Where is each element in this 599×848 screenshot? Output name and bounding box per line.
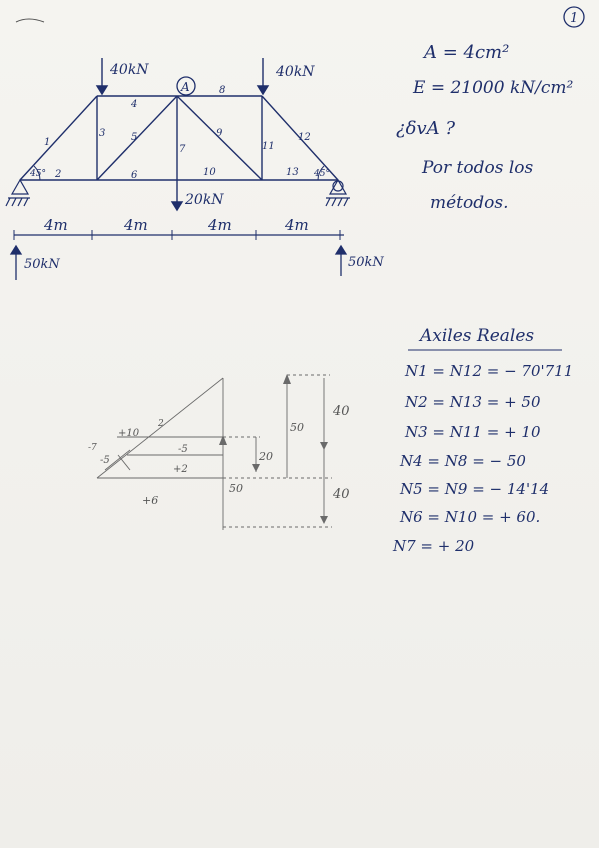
result-line-1: N1 = N12 = − 70'711	[405, 362, 574, 380]
member-9	[176, 95, 263, 181]
modulus-value: E = 21000 kN/cm²	[413, 78, 574, 98]
method-line-2: métodos.	[430, 193, 509, 213]
member-11-label: 11	[262, 141, 275, 152]
truss-diagram	[19, 95, 339, 181]
cremona-label-2: -5	[178, 444, 188, 455]
member-7-label: 7	[179, 144, 186, 155]
member-13-label: 13	[286, 167, 299, 178]
cremona-label-5: -5	[100, 455, 110, 466]
member-10-label: 10	[203, 167, 216, 178]
angle-arc-right	[317, 165, 325, 181]
sketch-arrow-20	[252, 464, 260, 472]
load-arrowhead-bottom	[170, 201, 184, 212]
member-4-label: 4	[130, 99, 137, 110]
question-text: ¿δvA ?	[396, 118, 456, 139]
page-number: 1	[570, 11, 578, 26]
span-4: 4m	[284, 216, 309, 234]
result-line-3: N3 = N11 = + 10	[405, 423, 541, 441]
sketch-arrow-40b	[320, 516, 328, 524]
support-left-hatch	[5, 197, 29, 207]
result-line-4: N4 = N8 = − 50	[400, 452, 526, 470]
cremona-value-40a: 40	[332, 404, 350, 419]
support-left	[10, 178, 30, 195]
member-1	[19, 95, 98, 181]
load-right-label: 40kN	[275, 64, 315, 80]
node-a-circle	[176, 76, 196, 96]
sketch-small-diag-2	[117, 454, 131, 471]
support-right	[328, 178, 348, 195]
sketch-diagonal	[96, 377, 224, 479]
reaction-arrowhead-left	[9, 244, 23, 255]
node-a-label: A	[180, 80, 190, 94]
force-polygon-sketch	[96, 374, 332, 530]
member-2-label: 2	[54, 169, 61, 180]
span-3: 4m	[207, 216, 232, 234]
member-9-label: 9	[216, 128, 223, 139]
results-title: Axiles Reales	[420, 326, 535, 346]
sketch-arrow-40a	[320, 442, 328, 450]
cremona-label-7: 2	[157, 419, 164, 429]
reaction-right-label: 50kN	[348, 255, 384, 270]
reaction-arrowhead-right	[334, 244, 348, 255]
result-line-2: N2 = N13 = + 50	[405, 393, 541, 411]
member-8-label: 8	[219, 85, 225, 96]
member-12-label: 12	[298, 132, 311, 143]
member-5-label: 5	[131, 132, 137, 143]
result-line-6: N6 = N10 = + 60.	[400, 508, 541, 526]
cremona-value-20: 20	[258, 450, 273, 463]
member-3-label: 3	[99, 128, 105, 139]
angle-right-label: 45°	[313, 169, 330, 179]
sketch-arrow-up	[219, 435, 227, 445]
cremona-label-6: -7	[88, 443, 97, 453]
cremona-value-50a: 50	[290, 421, 304, 434]
page-number-circle	[563, 6, 585, 28]
sketch-arrow-50	[283, 374, 291, 384]
span-1: 4m	[43, 216, 68, 234]
load-arrowhead-left	[95, 85, 109, 96]
member-12	[261, 95, 339, 181]
member-5	[96, 95, 178, 181]
result-line-5: N5 = N9 = − 14'14	[400, 480, 550, 498]
load-bottom-label: 20kN	[184, 192, 224, 208]
cremona-label-3: +2	[173, 464, 188, 475]
reaction-left-label: 50kN	[24, 257, 60, 272]
result-line-7: N7 = + 20	[393, 537, 475, 555]
angle-left-label: 45°	[29, 169, 46, 179]
load-arrowhead-right	[256, 85, 270, 96]
angle-arc-left	[33, 165, 41, 181]
method-line-1: Por todos los	[422, 158, 534, 178]
sketch-small-diag	[104, 449, 131, 471]
area-value: A = 4cm²	[424, 42, 510, 63]
support-right-hatch	[325, 197, 349, 207]
member-1-label: 1	[44, 137, 50, 148]
cremona-label-1: +10	[118, 428, 140, 439]
load-left-label: 40kN	[109, 62, 149, 78]
pencil-mark	[15, 18, 45, 23]
member-6-label: 6	[131, 170, 138, 181]
cremona-label-4: +6	[142, 494, 158, 507]
cremona-value-50b: 50	[229, 482, 243, 495]
span-2: 4m	[123, 216, 148, 234]
cremona-value-40b: 40	[332, 487, 350, 502]
